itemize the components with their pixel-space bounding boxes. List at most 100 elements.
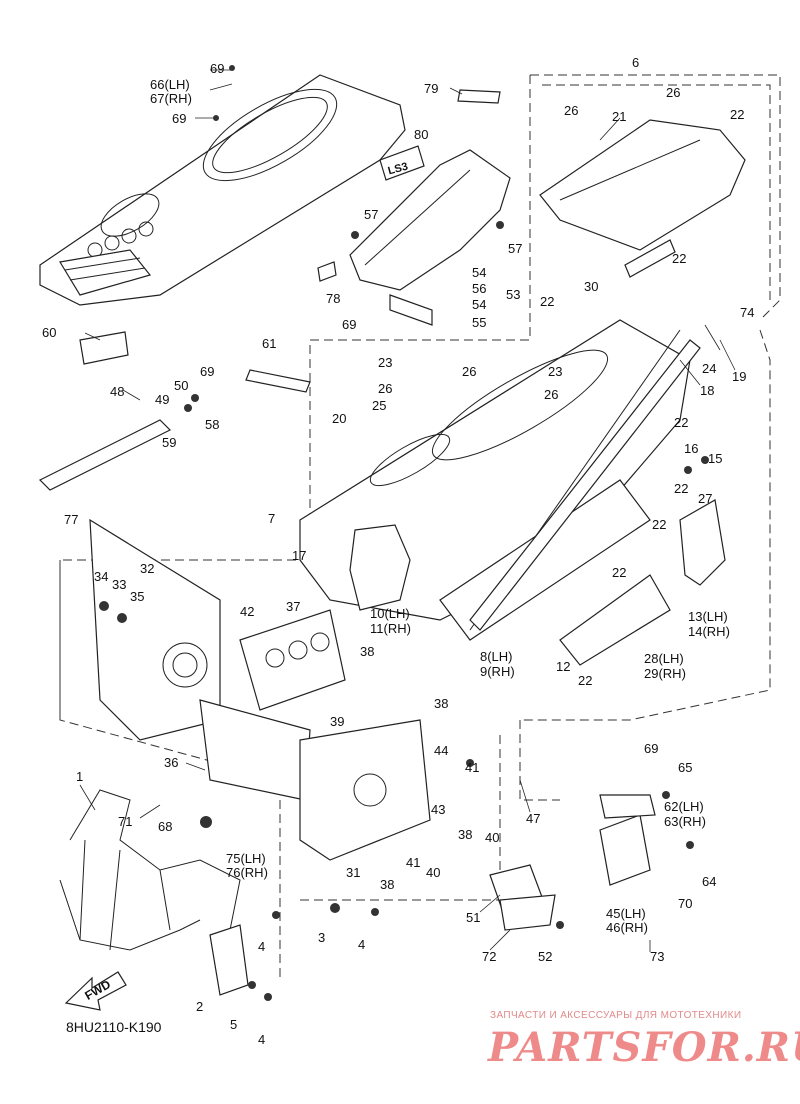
callout-label: 26 <box>544 387 559 402</box>
callout-label: 22 <box>578 673 593 688</box>
callout-label: 26 <box>378 381 393 396</box>
diagram-code: 8HU2110-K190 <box>66 1019 162 1035</box>
callout-label: 31 <box>346 865 361 880</box>
callout-label: 25 <box>372 398 387 413</box>
callout-label: 50 <box>174 378 189 393</box>
callout-label: 12 <box>556 659 571 674</box>
callout-label: 72 <box>482 949 497 964</box>
callout-label: 13(LH) <box>688 609 728 624</box>
callout-label: 43 <box>431 802 446 817</box>
callout-label: 69 <box>644 741 659 756</box>
callout-label: 23 <box>548 364 563 379</box>
callout-label: 52 <box>538 949 553 964</box>
callout-label: 24 <box>702 361 717 376</box>
callout-label: 1 <box>76 769 84 784</box>
callout-label: 22 <box>674 481 689 496</box>
callout-label: 7 <box>268 511 276 526</box>
callout-label: 2 <box>196 999 204 1014</box>
callout-label: 57 <box>508 241 523 256</box>
callout-label: 16 <box>684 441 699 456</box>
callout-label: 58 <box>205 417 220 432</box>
callout-label: 45(LH) <box>606 906 646 921</box>
callout-label: 38 <box>458 827 473 842</box>
fasteners <box>99 65 709 1001</box>
callout-label: 56 <box>472 281 487 296</box>
callout-label: 4 <box>358 937 366 952</box>
callout-label: 46(RH) <box>606 920 648 935</box>
callout-label: 26 <box>564 103 579 118</box>
callout-label: 54 <box>472 297 487 312</box>
callout-label: 22 <box>674 415 689 430</box>
callout-label: 62(LH) <box>664 799 704 814</box>
callout-label: 22 <box>730 107 745 122</box>
callout-label: 22 <box>540 294 555 309</box>
callout-label: 4 <box>258 1032 266 1047</box>
callout-label: 33 <box>112 577 127 592</box>
callout-label: 22 <box>612 565 627 580</box>
tunnel-frame <box>299 319 701 666</box>
callout-label: 76(RH) <box>226 865 268 880</box>
callout-label: 38 <box>380 877 395 892</box>
callout-label: 39 <box>330 714 345 729</box>
callout-label: 26 <box>666 85 681 100</box>
callout-label: 60 <box>42 325 57 340</box>
callout-label: 44 <box>434 743 449 758</box>
callout-label: 36 <box>164 755 179 770</box>
callout-label: 14(RH) <box>688 624 730 639</box>
callout-label: 73 <box>650 949 665 964</box>
callout-label: 47 <box>526 811 541 826</box>
watermark-caption: ЗАПЧАСТИ И АКСЕССУАРЫ ДЛЯ МОТОТЕХНИКИ <box>490 1010 742 1021</box>
callout-label: 77 <box>64 512 79 527</box>
callout-label: 68 <box>158 819 173 834</box>
callout-label: 15 <box>708 451 723 466</box>
callout-label: 74 <box>740 305 755 320</box>
callout-label: 59 <box>162 435 177 450</box>
callout-label: 3 <box>318 930 326 945</box>
callout-label: 40 <box>426 865 441 880</box>
callout-label: 48 <box>110 384 125 399</box>
callout-label: 19 <box>732 369 747 384</box>
callout-label: 30 <box>584 279 599 294</box>
callout-label: 8(LH) <box>480 649 513 664</box>
callout-label: 20 <box>332 411 347 426</box>
callout-label: 23 <box>378 355 393 370</box>
callout-label: 9(RH) <box>480 664 515 679</box>
callout-label: 69 <box>172 111 187 126</box>
callout-label: 4 <box>258 939 266 954</box>
callout-label: 49 <box>155 392 170 407</box>
callout-label: 67(RH) <box>150 91 192 106</box>
rear-hood <box>317 89 746 282</box>
callout-label: 21 <box>612 109 627 124</box>
callout-label: 35 <box>130 589 145 604</box>
callout-label: 22 <box>652 517 667 532</box>
group-outlines <box>59 74 781 980</box>
callout-label: 61 <box>262 336 277 351</box>
callout-label: 41 <box>465 760 480 775</box>
callout-label: 69 <box>200 364 215 379</box>
callout-label: 53 <box>506 287 521 302</box>
callout-label: 18 <box>700 383 715 398</box>
callout-label: 55 <box>472 315 487 330</box>
callout-label: 40 <box>485 830 500 845</box>
callout-label: 6 <box>632 55 640 70</box>
callout-label: 65 <box>678 760 693 775</box>
callout-label: 57 <box>364 207 379 222</box>
callout-label: 28(LH) <box>644 651 684 666</box>
callout-label: 75(LH) <box>226 851 266 866</box>
callout-label: 54 <box>472 265 487 280</box>
callout-label: 17 <box>292 548 307 563</box>
watermark-logo: PARTSFOR.RU <box>488 1024 800 1071</box>
front-frame <box>59 789 656 996</box>
callout-label: 69 <box>210 61 225 76</box>
callout-label: 42 <box>240 604 255 619</box>
callout-label: 66(LH) <box>150 77 190 92</box>
callout-label: 38 <box>434 696 449 711</box>
callout-label: 26 <box>462 364 477 379</box>
callout-label: 5 <box>230 1017 238 1032</box>
side-plates <box>38 331 726 861</box>
rear-flap <box>349 145 511 326</box>
callout-label: 22 <box>672 251 687 266</box>
fwd-arrow <box>64 971 127 1011</box>
callout-label: 41 <box>406 855 421 870</box>
